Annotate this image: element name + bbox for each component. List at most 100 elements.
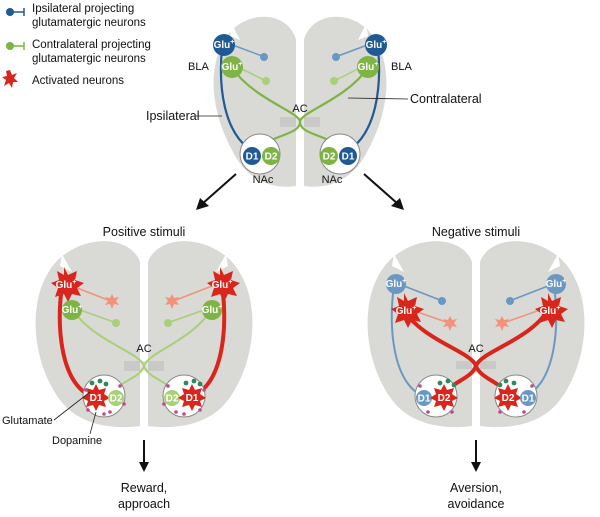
glu-sup: + (218, 304, 222, 311)
negative-stimuli-title: Negative stimuli (432, 225, 520, 239)
ventricle-right (548, 254, 560, 272)
contralateral-pointer (347, 97, 409, 100)
glu-ipsi-left (386, 274, 406, 294)
brain-positive: Glu+ Glu+ Glu+ Glu+ D1 D2 D2 D1 (2, 241, 253, 447)
d1-negative-right (520, 390, 536, 406)
svg-text:Glu+: Glu+ (386, 278, 407, 290)
contra-projection-right (261, 67, 369, 149)
ipsi-local-left (403, 285, 441, 301)
d2-top-right (320, 147, 338, 165)
svg-text:Glu+: Glu+ (396, 305, 417, 317)
d1-star-left (82, 384, 110, 411)
nac-label-right: NAc (322, 174, 343, 186)
d1-label: D1 (186, 393, 199, 404)
ventricle-left (230, 24, 240, 40)
aversion-line2: avoidance (448, 497, 505, 511)
glutamate-dots (89, 378, 203, 387)
ipsi-local-right (175, 285, 213, 301)
local-node-left-blue (260, 53, 268, 61)
glu-label: Glu (202, 305, 219, 316)
ipsi-projection-right (351, 47, 381, 149)
svg-text:Glu+: Glu+ (56, 279, 77, 291)
glu-sup: + (230, 39, 234, 46)
branch-arrows (196, 173, 404, 210)
activated-local-left (443, 316, 457, 331)
ventricle-right (216, 254, 228, 272)
d1-negative-left (416, 390, 432, 406)
glutamate-pointer (53, 391, 91, 421)
arrow-down-positive-head (139, 462, 149, 472)
ipsi-projection-left (390, 284, 417, 393)
red-star-icon (2, 70, 18, 88)
positive-stimuli-title: Positive stimuli (103, 225, 186, 239)
activated-local-right (495, 316, 509, 331)
contralateral-label: Contralateral (410, 92, 482, 106)
svg-text:Glu+: Glu+ (540, 305, 561, 317)
brain-negative: Glu+ Glu+ Glu+ Glu+ D1 D2 D2 D1 (367, 241, 585, 428)
contra-local-right (169, 309, 205, 323)
glu-ipsi-top-right (365, 34, 387, 56)
ventricle-left (60, 254, 72, 272)
glu-ipsi-star-right (207, 267, 240, 302)
glu-sup: + (382, 39, 386, 46)
local-node-right-blue (506, 297, 514, 305)
legend: Ipsilateral projecting glutamatergic neu… (2, 3, 151, 88)
d2-label: D2 (265, 152, 278, 163)
d1-label: D1 (90, 393, 103, 404)
ipsi-local-right (511, 285, 549, 301)
glu-contra-top-right (357, 56, 379, 78)
d1-label: D1 (418, 394, 431, 405)
brain-top: Glu+ Glu+ Glu+ Glu+ D1 D2 D2 D1 BLA BLA … (146, 16, 482, 187)
contra-projection-right (113, 307, 213, 393)
arrow-right-head (391, 198, 404, 210)
glu-sup: + (78, 304, 82, 311)
svg-text:Glu+: Glu+ (222, 61, 243, 73)
legend-contra-line1: Contralateral projecting (32, 39, 151, 51)
glu-label: Glu (56, 280, 73, 291)
glu-label: Glu (396, 306, 413, 317)
glu-ipsi-star-left (51, 267, 84, 302)
ac-label-positive: AC (136, 343, 151, 355)
d2-label: D2 (323, 152, 336, 163)
glu-ipsi-right (546, 274, 566, 294)
glu-sup: + (562, 278, 566, 285)
reward-line2: approach (118, 497, 170, 511)
local-node-right-green (330, 77, 338, 85)
d2-label: D2 (110, 394, 123, 405)
svg-text:Glu+: Glu+ (358, 61, 379, 73)
aversion-line1: Aversion, (450, 481, 502, 495)
arrow-right-line (363, 173, 399, 205)
d1-star-right (178, 384, 206, 411)
svg-text:Glu+: Glu+ (546, 278, 567, 290)
d2-label: D2 (166, 394, 179, 405)
dopamine-pointer (89, 411, 97, 435)
ipsi-projection-right (531, 284, 558, 393)
arrow-down-negative-head (471, 462, 481, 472)
contra-local-left (79, 309, 115, 323)
arrow-left-line (201, 173, 237, 205)
dopamine-dots (418, 384, 534, 414)
blue-pin-icon (6, 8, 25, 16)
local-node-right-green (164, 319, 172, 327)
ipsi-projection-left (219, 47, 249, 149)
d1-label: D1 (522, 394, 535, 405)
glu-ipsi-top-left (213, 34, 235, 56)
activated-local-right (165, 294, 179, 309)
svg-text:Glu+: Glu+ (366, 39, 387, 51)
glu-label: Glu (212, 280, 229, 291)
glu-sup: + (374, 61, 378, 68)
ipsi-local-left (229, 43, 263, 57)
glu-label: Glu (546, 279, 563, 290)
activated-local-left (105, 294, 119, 309)
ipsi-local-left (71, 285, 109, 301)
legend-contra-line2: glutamatergic neurons (32, 53, 146, 65)
glu-label: Glu (358, 62, 375, 73)
legend-activated: Activated neurons (32, 75, 124, 87)
green-pin-icon (6, 42, 25, 50)
d2-star-left (430, 384, 458, 411)
glu-label: Glu (386, 279, 403, 290)
local-node-right-blue (332, 53, 340, 61)
glu-sup: + (412, 305, 416, 312)
d2-positive-right (164, 390, 180, 406)
